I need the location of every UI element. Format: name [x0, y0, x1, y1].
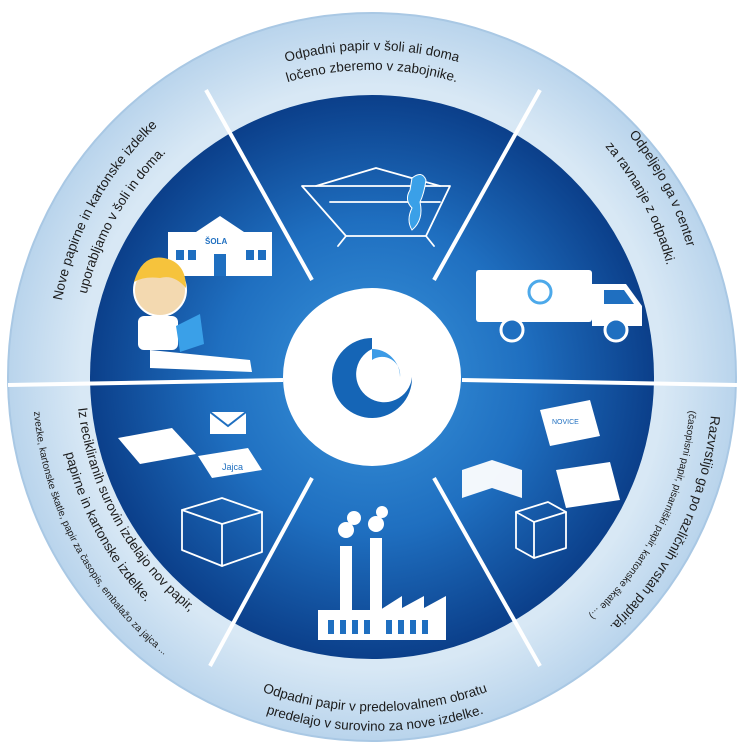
container-icon	[301, 167, 451, 247]
recycling-truck-icon	[476, 270, 642, 343]
recycling-logo	[332, 338, 413, 419]
school-child-icon: ŠOLA	[133, 216, 272, 372]
segment-dividers	[7, 89, 738, 667]
egg-carton-label: Jajca	[222, 462, 243, 472]
school-label: ŠOLA	[205, 237, 227, 246]
center-hub	[283, 288, 461, 466]
paper-stack-icon: NOVICE	[462, 400, 620, 559]
newspaper-label: NOVICE	[552, 419, 579, 426]
factory-icon	[318, 506, 446, 640]
products-icon: Jajca	[118, 411, 263, 567]
